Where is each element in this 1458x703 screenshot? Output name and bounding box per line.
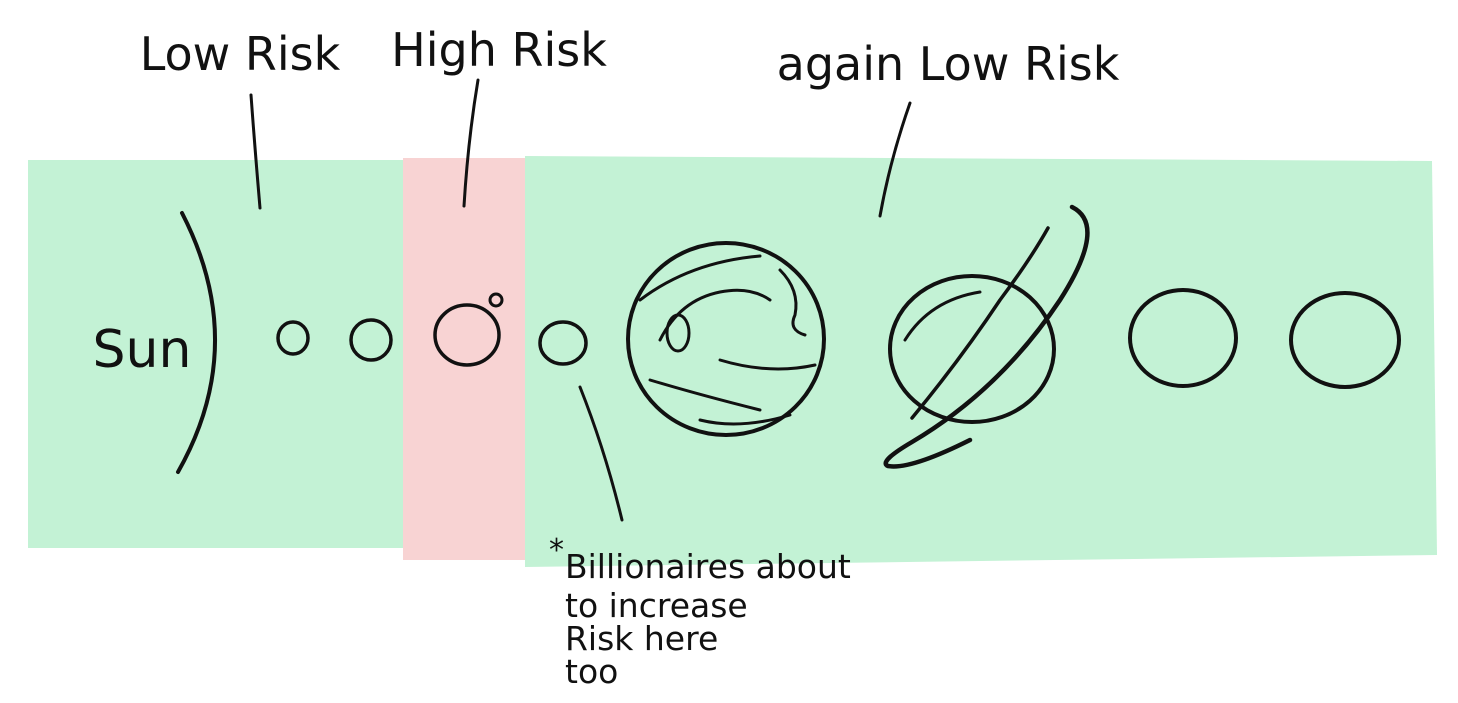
- jupiter-planet: [626, 241, 826, 437]
- mercury-planet: [276, 320, 310, 356]
- again-low-risk-label: again Low Risk: [777, 37, 1120, 91]
- low-risk-label: Low Risk: [140, 27, 341, 81]
- footnote-line-4: too: [565, 652, 618, 691]
- venus-planet: [349, 318, 393, 362]
- low-risk-zone-inner: [28, 160, 413, 548]
- low-risk-pointer: [249, 93, 262, 210]
- footnote-line-2: to increase: [565, 586, 748, 625]
- high-risk-pointer: [462, 78, 480, 208]
- again-low-risk-pointer: [878, 101, 912, 218]
- high-risk-zone: [403, 158, 525, 560]
- mars-planet: [538, 320, 588, 366]
- moon: [488, 292, 504, 308]
- footnote-asterisk: *: [549, 533, 564, 568]
- sun-edge-arc: [176, 211, 217, 474]
- uranus-planet: [1128, 288, 1238, 388]
- high-risk-label: High Risk: [391, 23, 607, 77]
- neptune-planet: [1289, 291, 1401, 389]
- footnote-pointer: [578, 385, 624, 522]
- earth-planet: [433, 303, 501, 367]
- footnote-line-1: Billionaires about: [565, 547, 851, 586]
- footnote-line-3: Risk here: [565, 619, 718, 658]
- saturn-planet: [883, 204, 1090, 469]
- low-risk-zone-outer: [525, 156, 1437, 567]
- sun-label: Sun: [93, 320, 192, 380]
